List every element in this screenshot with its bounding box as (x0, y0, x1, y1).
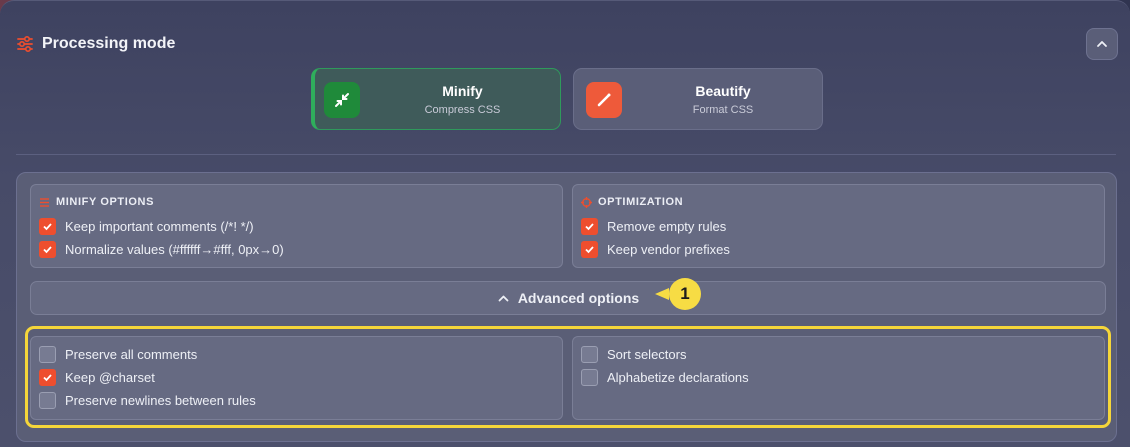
mode-beautify-button[interactable]: Beautify Format CSS (573, 68, 823, 130)
checkbox[interactable] (39, 369, 56, 386)
optimization-group: OPTIMIZATION Remove empty rules Keep ven… (572, 184, 1105, 268)
target-icon (581, 196, 592, 208)
compress-icon (324, 82, 360, 118)
option-label: Normalize values (#ffffff→#fff, 0px→0) (65, 242, 284, 257)
sliders-icon (17, 35, 33, 53)
check-icon (43, 223, 52, 231)
option-keep-charset[interactable]: Keep @charset (39, 369, 155, 386)
option-label: Alphabetize declarations (607, 370, 749, 385)
advanced-options-toggle[interactable]: Advanced options (30, 281, 1106, 315)
option-label: Preserve all comments (65, 347, 198, 362)
check-icon (585, 223, 594, 231)
option-label: Keep @charset (65, 370, 155, 385)
option-remove-empty-rules[interactable]: Remove empty rules (581, 218, 726, 235)
option-label: Sort selectors (607, 347, 687, 362)
checkbox[interactable] (39, 392, 56, 409)
check-icon (585, 246, 594, 254)
mode-subtitle: Compress CSS (424, 104, 501, 116)
advanced-options-right-group: Sort selectors Alphabetize declarations (572, 336, 1105, 420)
checkbox[interactable] (39, 241, 56, 258)
option-normalize-values[interactable]: Normalize values (#ffffff→#fff, 0px→0) (39, 241, 284, 258)
group-title: MINIFY OPTIONS (56, 196, 155, 208)
checkbox[interactable] (39, 346, 56, 363)
page-title: Processing mode (42, 35, 176, 52)
chevron-up-icon (498, 295, 509, 301)
panel-header: Processing mode (16, 33, 175, 55)
mode-subtitle: Format CSS (692, 104, 754, 116)
checkbox[interactable] (581, 346, 598, 363)
checkbox[interactable] (581, 241, 598, 258)
mode-minify-button[interactable]: Minify Compress CSS (311, 68, 561, 130)
mode-label: Beautify (695, 83, 751, 99)
highlight-box (25, 326, 1111, 428)
option-label: Keep vendor prefixes (607, 242, 730, 257)
options-container: MINIFY OPTIONS Keep important comments (… (16, 172, 1117, 442)
advanced-options-left-group: Preserve all comments Keep @charset Pres… (30, 336, 563, 420)
group-title: OPTIMIZATION (598, 196, 684, 208)
advanced-options-label: Advanced options (517, 290, 640, 306)
option-label: Remove empty rules (607, 219, 727, 234)
annotation-number: 1 (669, 278, 701, 310)
option-sort-selectors[interactable]: Sort selectors (581, 346, 686, 363)
checkbox[interactable] (581, 218, 598, 235)
checkbox[interactable] (39, 218, 56, 235)
brush-icon (586, 82, 622, 118)
collapse-button[interactable] (1086, 28, 1118, 60)
checkbox[interactable] (581, 369, 598, 386)
option-keep-vendor-prefixes[interactable]: Keep vendor prefixes (581, 241, 730, 258)
option-keep-important-comments[interactable]: Keep important comments (/*! */) (39, 218, 254, 235)
divider (16, 154, 1116, 155)
option-label: Keep important comments (/*! */) (65, 219, 254, 234)
annotation-marker: 1 (655, 278, 701, 310)
option-alphabetize-declarations[interactable]: Alphabetize declarations (581, 369, 749, 386)
option-preserve-all-comments[interactable]: Preserve all comments (39, 346, 197, 363)
option-preserve-newlines[interactable]: Preserve newlines between rules (39, 392, 256, 409)
minify-options-group: MINIFY OPTIONS Keep important comments (… (30, 184, 563, 268)
sliders-icon (40, 197, 49, 207)
mode-label: Minify (442, 83, 483, 99)
check-icon (43, 374, 52, 382)
chevron-up-icon (1097, 41, 1107, 47)
option-label: Preserve newlines between rules (65, 393, 256, 408)
check-icon (43, 246, 52, 254)
